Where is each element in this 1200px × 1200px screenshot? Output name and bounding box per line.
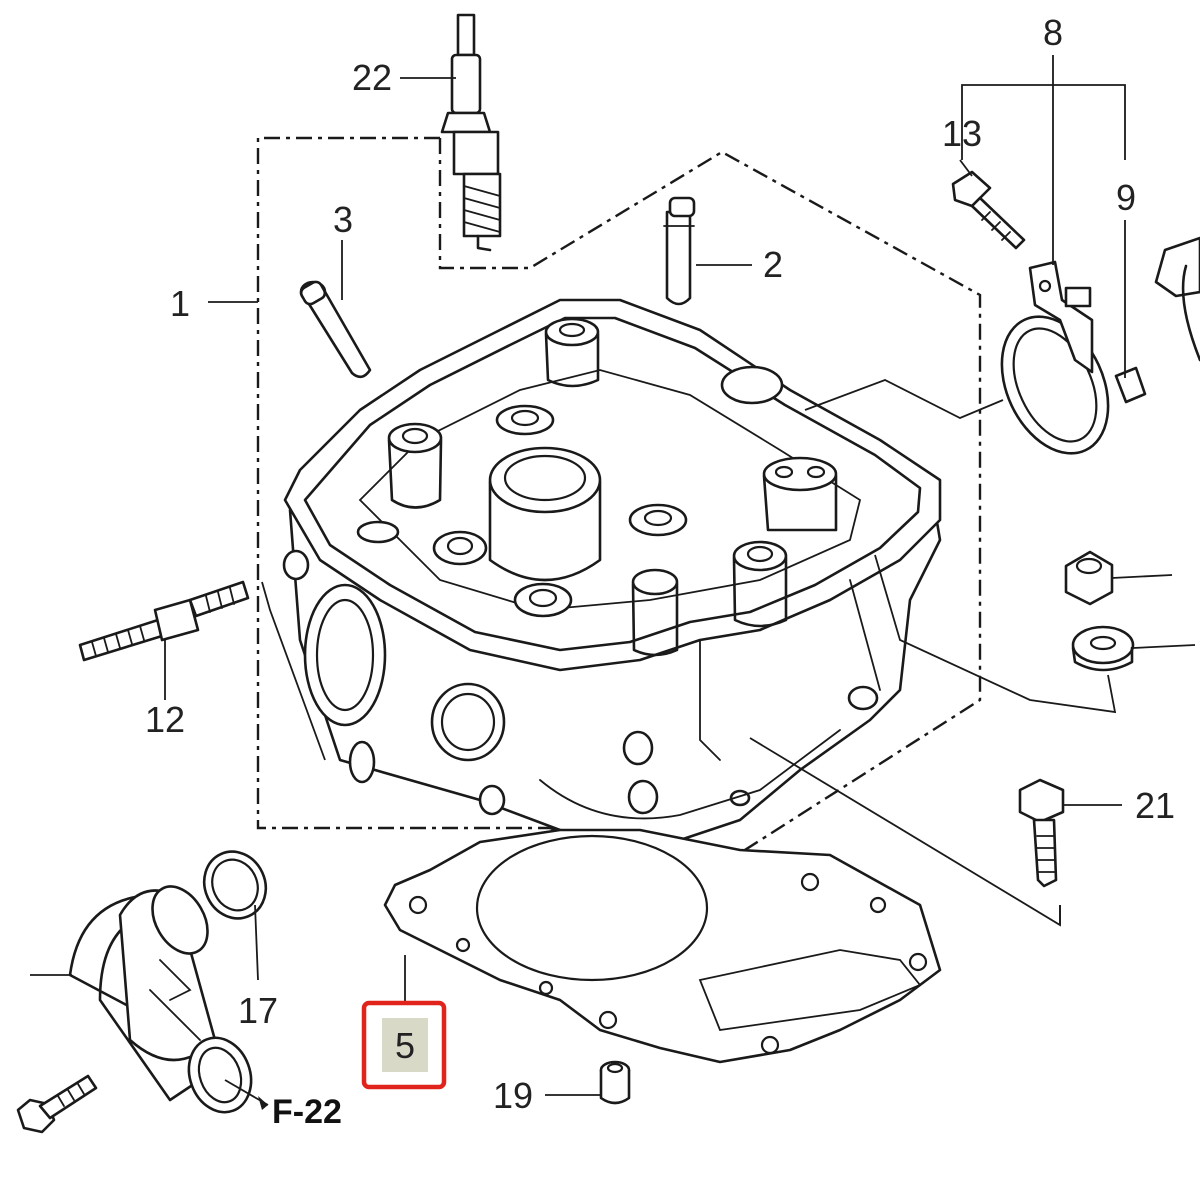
callout-8: 8 bbox=[1043, 12, 1063, 53]
callout-5[interactable]: 5 bbox=[395, 1025, 415, 1066]
hose-clamp bbox=[1000, 260, 1110, 455]
bolt-13 bbox=[951, 170, 1026, 250]
leader-lines bbox=[30, 55, 1196, 1110]
flange-bolt bbox=[16, 1074, 98, 1134]
callout-19: 19 bbox=[493, 1075, 533, 1116]
highlight-swatch bbox=[382, 1018, 428, 1072]
callout-17: 17 bbox=[238, 990, 278, 1031]
head-gasket bbox=[383, 828, 942, 1064]
valve-guide-3 bbox=[299, 280, 372, 379]
callout-labels: 22 1 3 2 8 13 9 12 21 17 19 F-22 bbox=[145, 12, 1175, 1131]
callout-21: 21 bbox=[1135, 785, 1175, 826]
callout-22: 22 bbox=[352, 57, 392, 98]
reference-label: F-22 bbox=[272, 1093, 342, 1131]
cylinder-head bbox=[282, 298, 942, 852]
callout-9: 9 bbox=[1116, 177, 1136, 218]
callout-12: 12 bbox=[145, 699, 185, 740]
valve-guide-2 bbox=[663, 196, 696, 306]
bolt-21 bbox=[1018, 778, 1065, 888]
highlighted-callout[interactable]: 5 bbox=[361, 1000, 447, 1090]
dowel-pin bbox=[599, 1060, 631, 1105]
water-joint bbox=[68, 885, 253, 1114]
edge-parts bbox=[1064, 236, 1200, 672]
o-ring bbox=[202, 850, 268, 920]
callout-13: 13 bbox=[942, 113, 982, 154]
stud-bolt bbox=[78, 580, 250, 662]
callout-1: 1 bbox=[170, 283, 190, 324]
spark-plug bbox=[440, 13, 502, 252]
callout-3: 3 bbox=[333, 199, 353, 240]
callout-2: 2 bbox=[763, 244, 783, 285]
nut-9 bbox=[1114, 366, 1147, 404]
